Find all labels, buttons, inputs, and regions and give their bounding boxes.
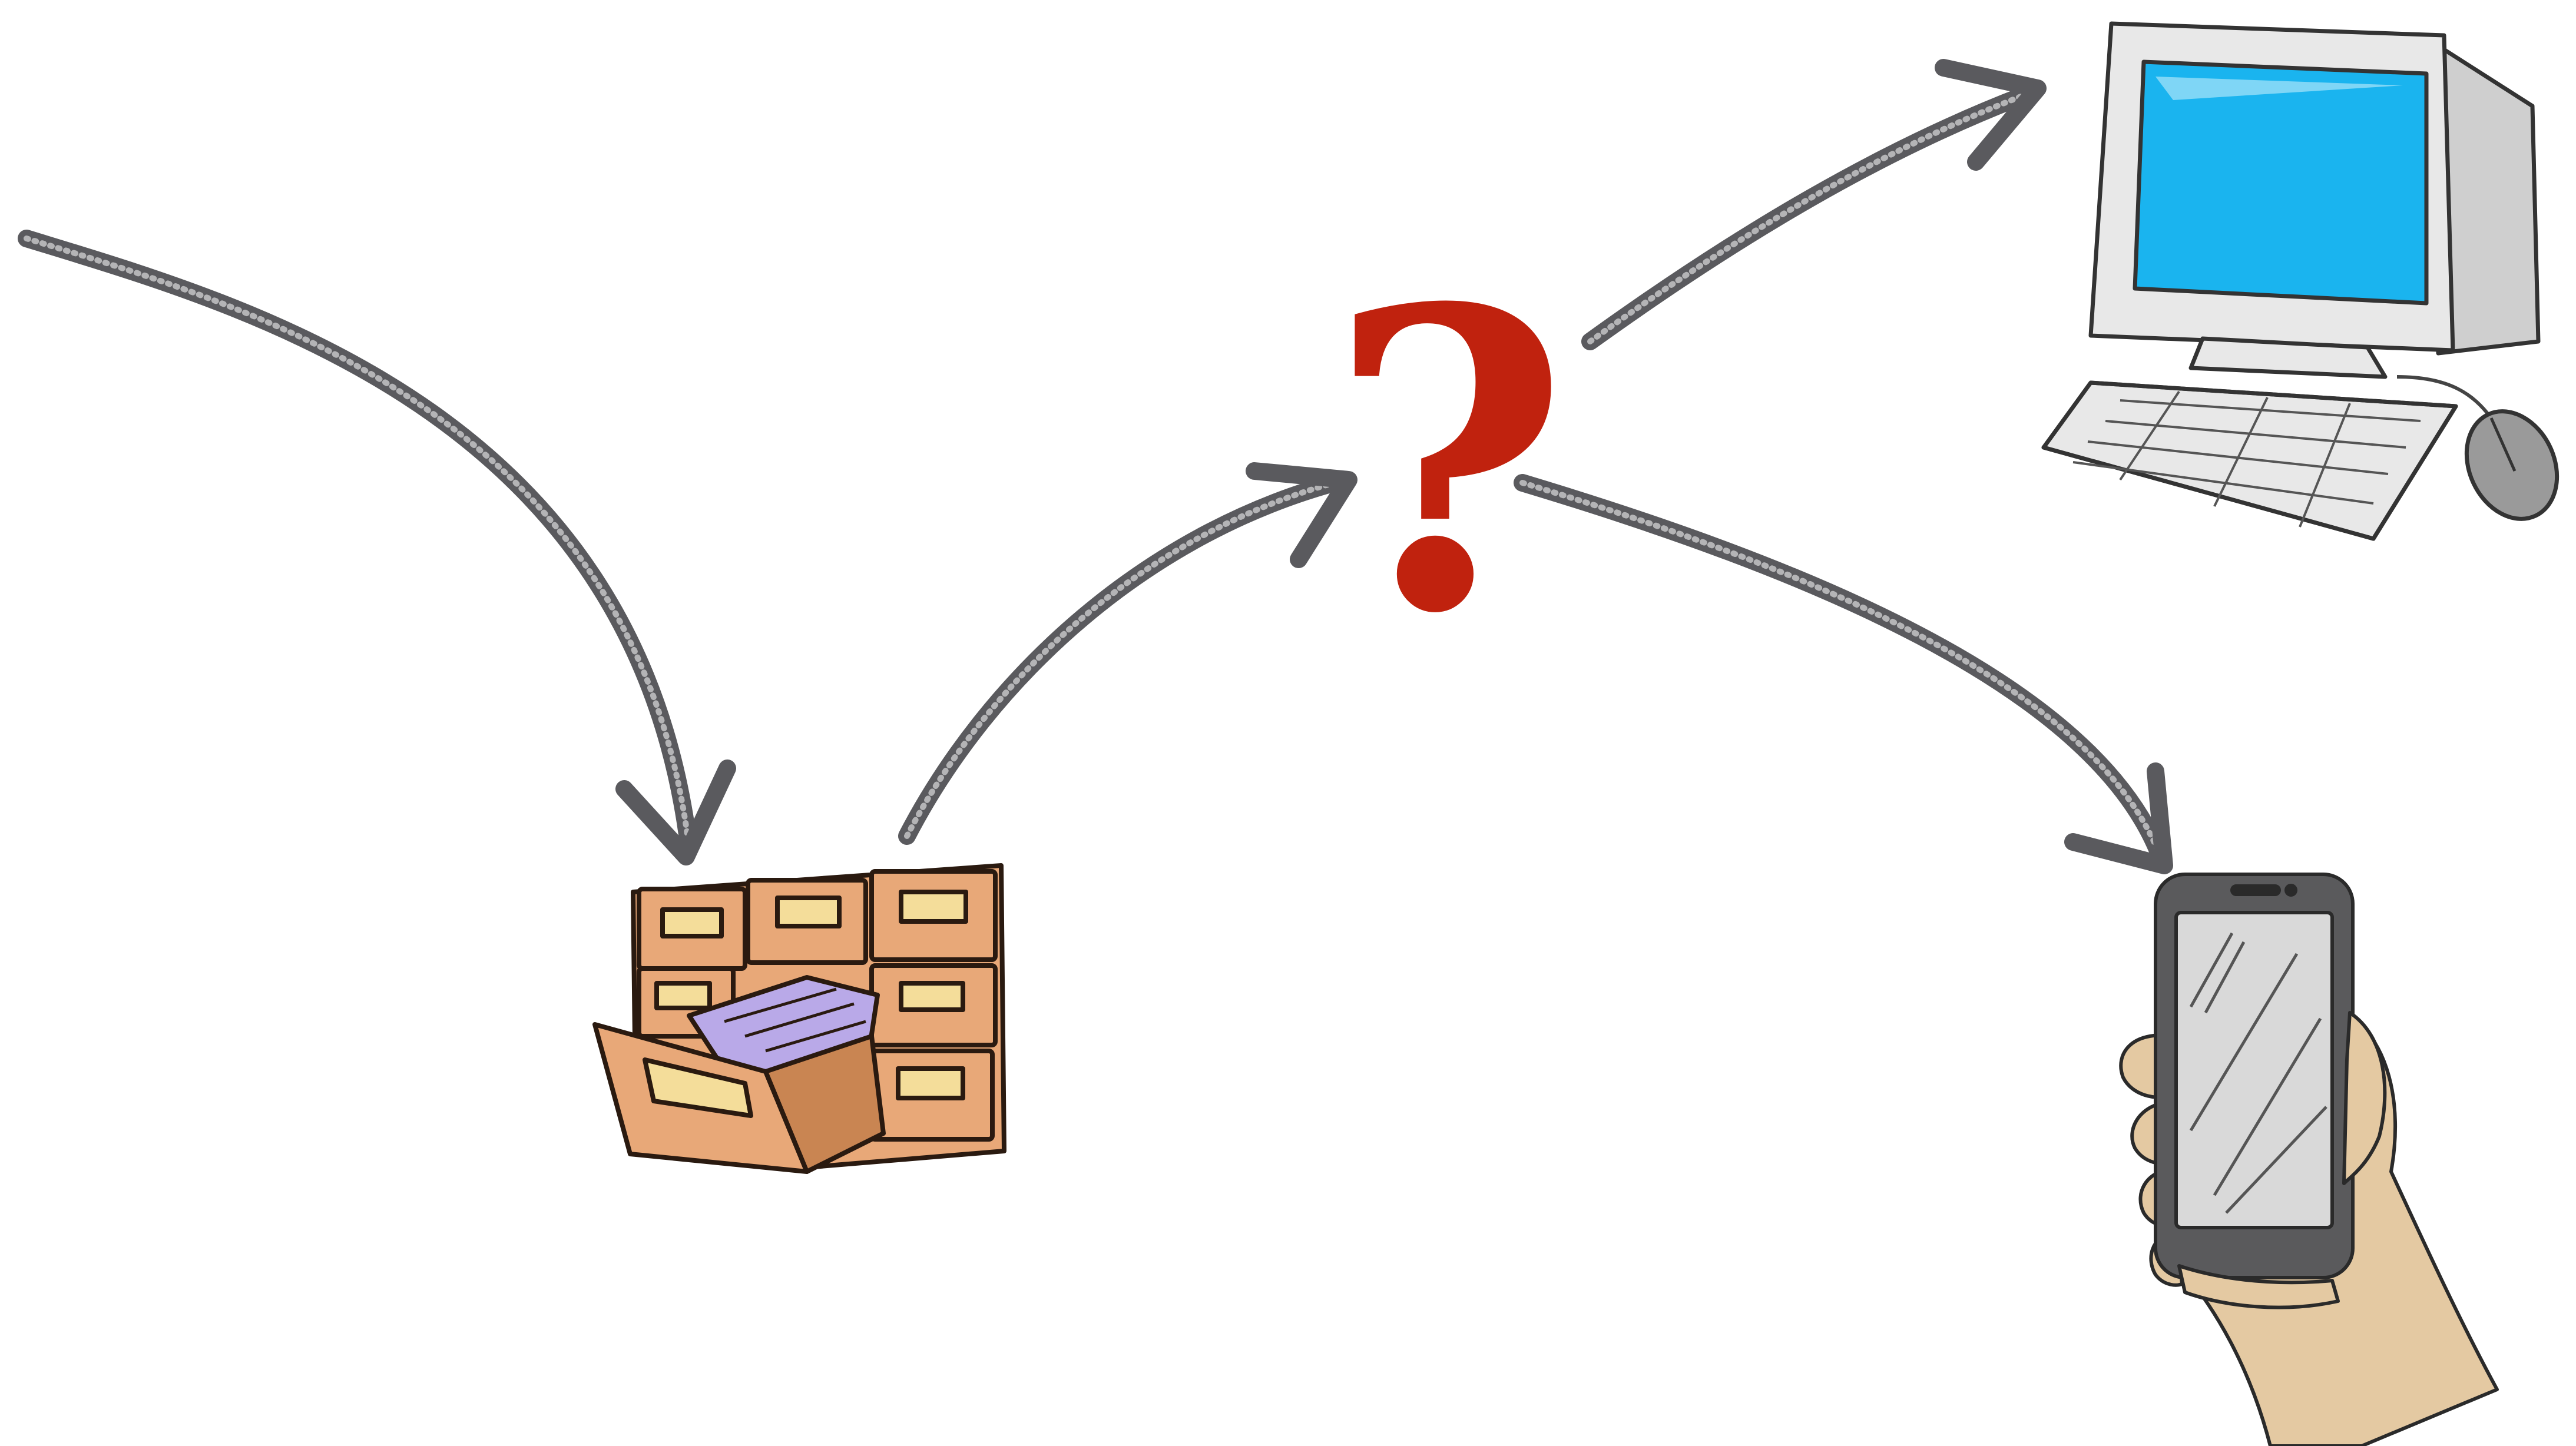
question-mark-glyph: ? xyxy=(1328,220,1570,704)
smartphone-in-hand-icon xyxy=(2119,873,2499,1446)
filing-cabinet-icon xyxy=(592,863,1006,1174)
desktop-computer-icon xyxy=(2041,21,2560,541)
arrow-cabinet-to-question xyxy=(898,462,1357,845)
arrow-question-to-phone xyxy=(1514,474,2173,874)
arrow-question-to-computer xyxy=(1581,59,2047,350)
arrow-to-filing-cabinet xyxy=(18,230,736,865)
question-mark-icon: ? xyxy=(1328,220,1570,704)
